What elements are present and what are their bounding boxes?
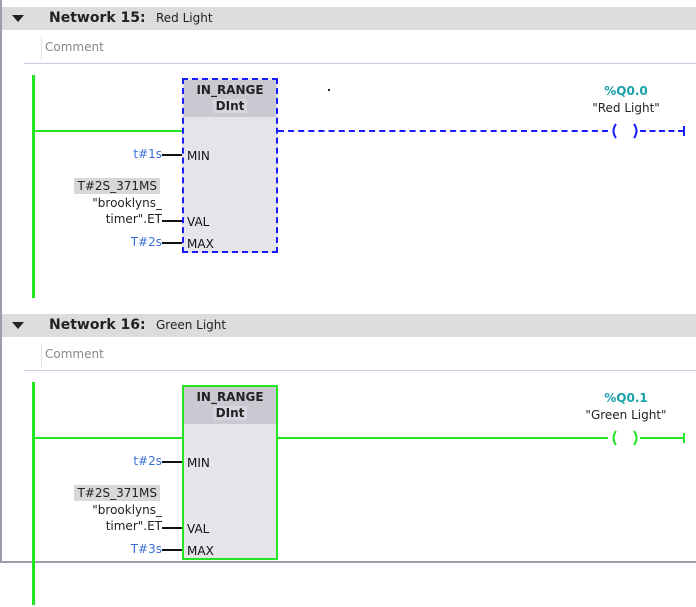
- rail-end-mark: [683, 433, 685, 443]
- pin-max: MAX: [187, 237, 214, 251]
- collapse-triangle-icon[interactable]: [12, 15, 24, 22]
- block-header: IN_RANGE DInt: [184, 387, 276, 424]
- in-range-block[interactable]: IN_RANGE DInt MIN VAL MAX: [182, 385, 278, 560]
- block-header: IN_RANGE DInt: [184, 80, 276, 117]
- network-name[interactable]: Red Light: [156, 11, 213, 25]
- network-name[interactable]: Green Light: [156, 318, 227, 332]
- max-operand[interactable]: T#2s: [130, 235, 162, 249]
- val-wire: [162, 527, 182, 529]
- val-live-value-wrap: T#2S_371MS: [74, 178, 160, 194]
- network-header[interactable]: Network 16: Green Light: [2, 314, 696, 337]
- output-line: [278, 130, 608, 132]
- block-type: IN_RANGE: [196, 390, 264, 404]
- pin-val: VAL: [187, 522, 210, 536]
- val-live-value-wrap: T#2S_371MS: [74, 485, 160, 501]
- network: Network 16: Green Light Comment IN_RANGE…: [0, 307, 696, 607]
- network-comment-field[interactable]: Comment: [41, 36, 696, 60]
- pin-val: VAL: [187, 215, 210, 229]
- coil-icon[interactable]: [608, 430, 642, 446]
- coil-symbol[interactable]: "Green Light": [585, 408, 667, 422]
- coil-symbol[interactable]: "Red Light": [592, 101, 660, 115]
- power-rail: [32, 382, 35, 605]
- coil-icon[interactable]: [608, 123, 642, 139]
- min-operand[interactable]: t#1s: [133, 147, 162, 161]
- coil-address[interactable]: %Q0.1: [604, 391, 648, 405]
- pin-min: MIN: [187, 456, 210, 470]
- max-wire: [162, 242, 182, 244]
- coil-address[interactable]: %Q0.0: [604, 84, 648, 98]
- power-line: [35, 130, 183, 132]
- max-wire: [162, 549, 182, 551]
- val-live-value: T#2S_371MS: [74, 178, 160, 194]
- network: Network 15: Red Light Comment IN_RANGE D…: [0, 0, 696, 300]
- collapse-triangle-icon[interactable]: [12, 322, 24, 329]
- power-rail: [32, 75, 35, 298]
- min-wire: [162, 461, 182, 463]
- network-title: Network 15:: [49, 10, 146, 26]
- val-operand-line1[interactable]: "brooklyns_: [92, 503, 162, 517]
- rail-end-mark: [683, 126, 685, 136]
- pin-min: MIN: [187, 149, 210, 163]
- network-comment-field[interactable]: Comment: [41, 343, 696, 367]
- output-tail-line: [640, 437, 684, 439]
- network-header[interactable]: Network 15: Red Light: [2, 7, 696, 30]
- power-line: [35, 437, 183, 439]
- block-type: IN_RANGE: [196, 83, 264, 97]
- val-operand-line2[interactable]: timer".ET: [105, 519, 162, 533]
- max-operand[interactable]: T#3s: [130, 542, 162, 556]
- output-line: [278, 437, 608, 439]
- cursor-dot: [328, 89, 330, 91]
- output-tail-line: [640, 130, 684, 132]
- editor-frame: [0, 0, 696, 563]
- in-range-block[interactable]: IN_RANGE DInt MIN VAL MAX: [182, 78, 278, 253]
- min-wire: [162, 154, 182, 156]
- pin-max: MAX: [187, 544, 214, 558]
- val-wire: [162, 220, 182, 222]
- val-operand-line1[interactable]: "brooklyns_: [92, 196, 162, 210]
- network-title: Network 16:: [49, 317, 146, 333]
- val-operand-line2[interactable]: timer".ET: [105, 212, 162, 226]
- min-operand[interactable]: t#2s: [133, 454, 162, 468]
- divider: [24, 370, 696, 371]
- val-live-value: T#2S_371MS: [74, 485, 160, 501]
- block-datatype[interactable]: DInt: [212, 406, 248, 420]
- block-datatype[interactable]: DInt: [212, 99, 248, 113]
- divider: [24, 63, 696, 64]
